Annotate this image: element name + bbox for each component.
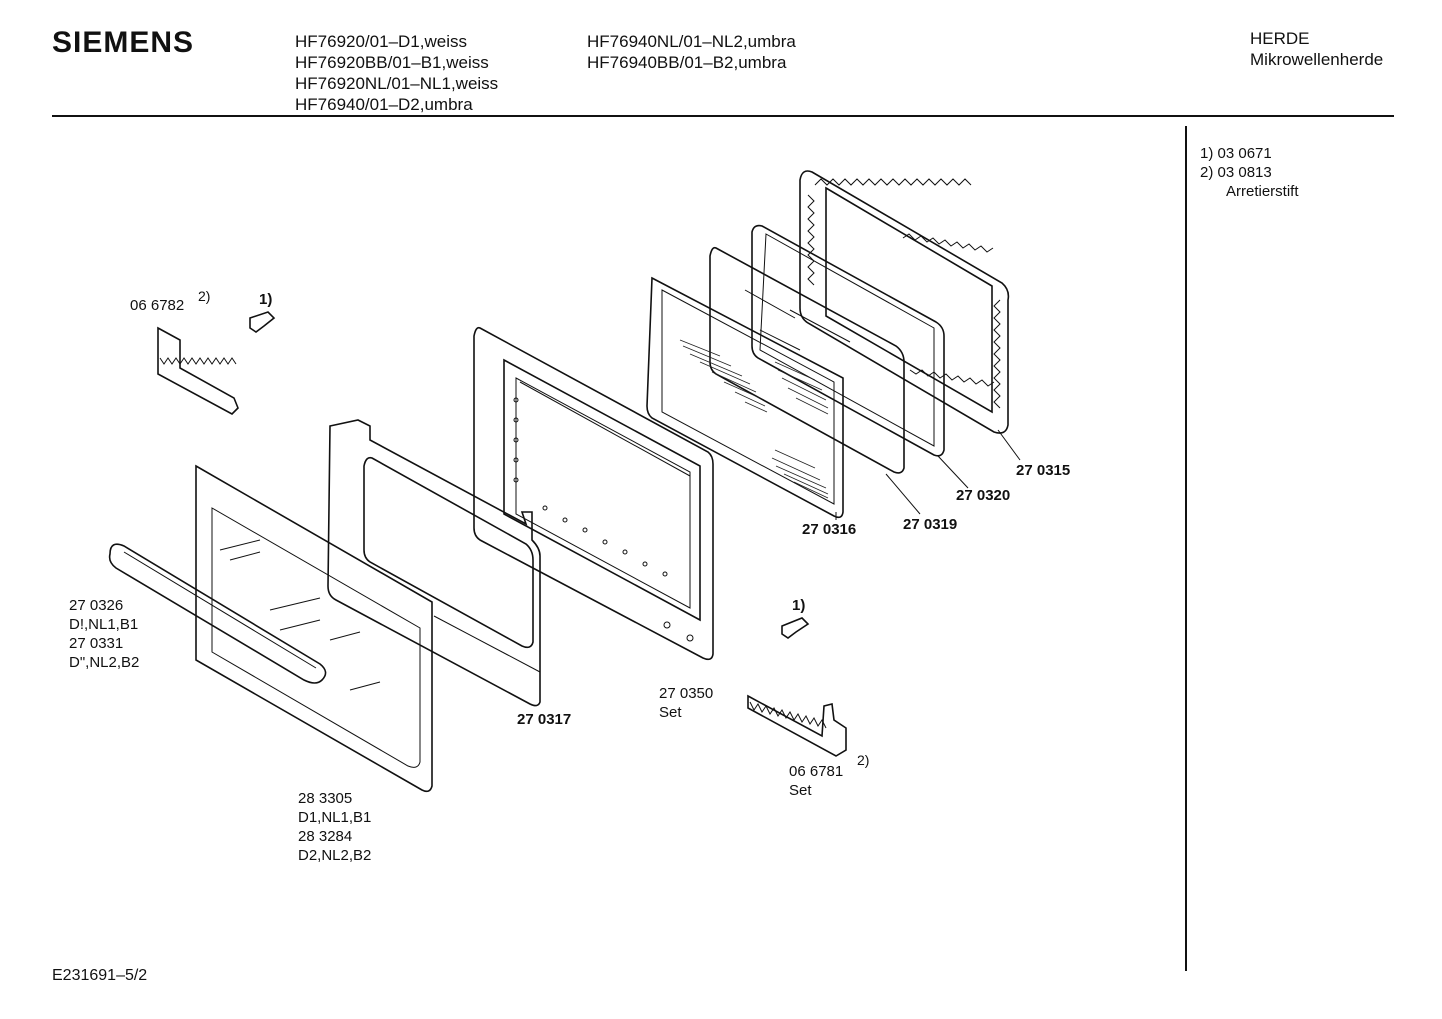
part-270317-label: 27 0317 [517,711,572,728]
category-main: HERDE [1250,29,1310,48]
label-line: D",NL2,B2 [69,654,140,671]
part-066781-label: 06 6781 Set [789,762,843,800]
label-line: 27 0350 [659,685,714,702]
notes-divider [1185,126,1187,971]
label-line: Set [659,704,682,721]
bottom-clip [781,617,810,639]
part-066782-label: 06 6782 [130,297,185,314]
part-283305-label: 28 3305 D1,NL1,B1 28 3284 D2,NL2,B2 [298,789,371,865]
inner-door-frame [473,326,714,661]
front-glass-panel [195,464,433,793]
footnote-2: 2) 03 0813 [1200,164,1272,181]
door-gasket-ring [751,224,945,457]
part-270320-label: 27 0320 [956,487,1011,504]
category-sub: Mikrowellenherde [1250,50,1384,69]
model-line: HF76940BB/01–B2,umbra [587,53,787,72]
label-line: D1,NL1,B1 [298,809,372,826]
part-270315-label: 27 0315 [1016,462,1071,479]
brand-logo: SIEMENS [52,26,195,59]
model-line: HF76920NL/01–NL1,weiss [295,74,499,93]
label-line: 28 3284 [298,828,353,845]
exploded-door-diagram [108,170,1021,793]
clip-top-footnote: 1) [259,291,273,308]
label-line: 28 3305 [298,790,353,807]
model-line: HF76940NL/01–NL2,umbra [587,32,796,51]
label-line: D2,NL2,B2 [298,847,372,864]
door-panel [327,419,541,707]
model-line: HF76940/01–D2,umbra [295,95,473,114]
top-clip [249,311,276,333]
mesh-screen [646,276,844,519]
label-line: 27 0331 [69,635,124,652]
label-line: Set [789,782,812,799]
model-line: HF76920/01–D1,weiss [295,32,467,51]
category-label: HERDE Mikrowellenherde [1250,28,1383,70]
footnote-1: 1) 03 0671 [1200,145,1272,162]
part-066782-footnote: 2) [198,288,211,304]
part-270350-label: 27 0350 Set [659,684,713,722]
top-hinge [157,326,239,415]
part-066781-footnote: 2) [857,752,870,768]
clip-bottom-footnote: 1) [792,597,806,614]
footnote-2-desc: Arretierstift [1226,183,1299,200]
part-270319-label: 27 0319 [903,516,958,533]
part-270326-label: 27 0326 D!,NL1,B1 27 0331 D",NL2,B2 [69,596,139,672]
label-line: D!,NL1,B1 [69,616,139,633]
door-handle [108,543,327,684]
models-list-2: HF76940NL/01–NL2,umbra HF76940BB/01–B2,u… [587,31,796,73]
model-line: HF76920BB/01–B1,weiss [295,53,489,72]
models-list-1: HF76920/01–D1,weiss HF76920BB/01–B1,weis… [295,31,498,115]
header-divider [52,115,1394,117]
footnotes: 1) 03 0671 2) 03 0813 Arretierstift [1200,144,1299,201]
drawing-number: E231691–5/2 [52,967,148,984]
rear-gasket-frame [799,170,1010,434]
label-line: 27 0326 [69,597,124,614]
label-line: 06 6781 [789,763,844,780]
bottom-hinge [747,694,847,757]
part-270316-label: 27 0316 [802,521,857,538]
glass-pane [709,246,905,474]
